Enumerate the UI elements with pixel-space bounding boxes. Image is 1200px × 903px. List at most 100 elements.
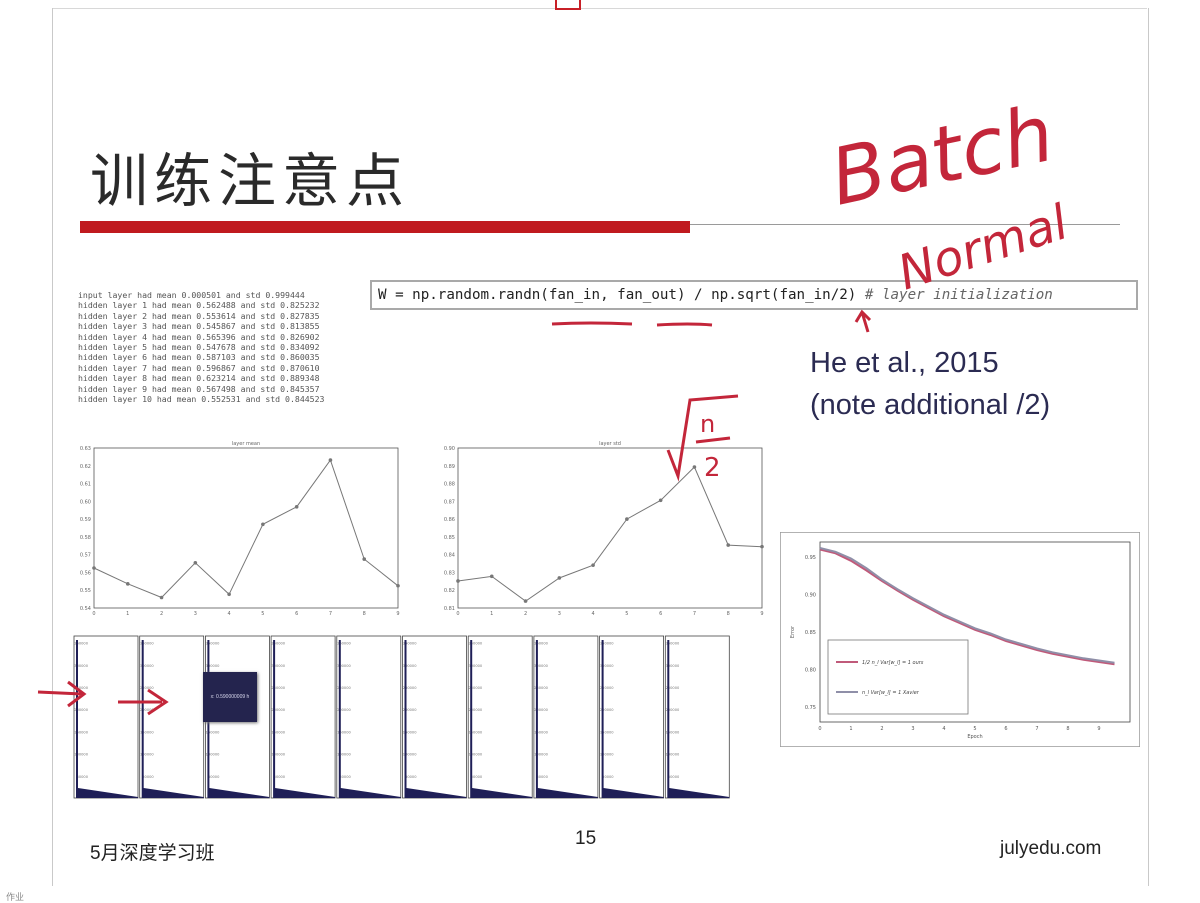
- histogram-tooltip: x: 0.590000009 h: [203, 672, 257, 722]
- x-tick-label: 7: [693, 611, 696, 617]
- x-tick-label: 4: [592, 611, 595, 617]
- data-point: [625, 517, 629, 521]
- console-line: input layer had mean 0.000501 and std 0.…: [78, 290, 305, 300]
- page-number: 15: [575, 828, 597, 849]
- y-tick-label: 0.56: [80, 570, 91, 576]
- code-snippet-box: W = np.random.randn(fan_in, fan_out) / n…: [370, 280, 1138, 310]
- data-point: [523, 599, 528, 603]
- x-tick-label: 4: [228, 611, 231, 617]
- x-tick-label: 2: [524, 611, 527, 617]
- y-tick-label: 50000: [602, 775, 614, 779]
- y-tick-label: 0.62: [80, 464, 91, 470]
- x-tick-label: 0: [92, 611, 95, 617]
- y-tick-label: 300000: [403, 664, 417, 668]
- data-point: [726, 543, 731, 547]
- console-line: hidden layer 1 had mean 0.562488 and std…: [78, 300, 320, 311]
- y-tick-label: 0.87: [444, 499, 455, 505]
- series-line: [819, 548, 1115, 666]
- y-tick-label: 350000: [337, 642, 351, 646]
- data-point: [294, 505, 299, 509]
- data-point: [125, 582, 130, 586]
- chart-title: layer mean: [232, 441, 260, 447]
- y-tick-label: 300000: [271, 664, 285, 668]
- y-tick-label: 100000: [600, 753, 614, 757]
- y-tick-label: 50000: [668, 775, 680, 779]
- x-tick-label: 8: [1066, 726, 1069, 732]
- y-tick-label: 0.75: [805, 705, 816, 711]
- x-tick-label: 4: [942, 726, 945, 732]
- course-name: 5月深度学习班: [90, 843, 215, 864]
- plot-frame: [457, 447, 763, 609]
- y-tick-label: 0.90: [805, 593, 816, 599]
- citation-line-2: (note additional /2): [810, 389, 1051, 421]
- y-tick-label: 150000: [600, 730, 614, 734]
- histogram-panel: [139, 635, 205, 799]
- citation: He et al., 2015 (note additional /2): [810, 342, 1050, 426]
- console-line: hidden layer 4 had mean 0.565396 and std…: [78, 331, 320, 342]
- console-line: hidden layer 9 had mean 0.567498 and std…: [78, 383, 320, 394]
- data-point: [557, 576, 562, 580]
- y-tick-label: 50000: [471, 775, 483, 779]
- x-tick-label: 9: [1097, 726, 1100, 732]
- x-tick-label: 7: [1035, 726, 1038, 732]
- x-tick-label: 8: [727, 611, 730, 617]
- y-tick-label: 100000: [74, 753, 88, 757]
- y-tick-label: 200000: [468, 708, 482, 712]
- y-tick-label: 50000: [77, 775, 89, 779]
- slide-title: 训练注意点: [90, 147, 411, 215]
- x-tick-label: 5: [261, 611, 264, 617]
- title-divider-line: [690, 224, 1120, 225]
- data-point: [396, 583, 400, 588]
- console-line: hidden layer 5 had mean 0.547678 and std…: [78, 342, 320, 353]
- y-tick-label: 100000: [271, 753, 285, 757]
- y-tick-label: 300000: [140, 664, 154, 668]
- x-tick-label: 7: [329, 611, 332, 617]
- histogram-panel: [533, 635, 599, 799]
- data-point: [261, 522, 265, 527]
- y-tick-label: 250000: [468, 686, 482, 690]
- x-tick-label: 0: [456, 611, 459, 617]
- slide-top-marker: [555, 0, 581, 10]
- x-tick-label: 3: [558, 611, 561, 617]
- y-tick-label: 300000: [666, 664, 680, 668]
- y-tick-label: 200000: [403, 708, 417, 712]
- console-line: hidden layer 6 had mean 0.587103 and std…: [78, 352, 320, 363]
- histogram-panel: [664, 635, 730, 799]
- y-tick-label: 100000: [534, 753, 548, 757]
- y-tick-label: 150000: [534, 730, 548, 734]
- x-tick-label: 2: [880, 726, 883, 732]
- data-point: [658, 498, 663, 503]
- x-tick-label: 6: [295, 611, 298, 617]
- y-tick-label: 200000: [337, 708, 351, 712]
- x-tick-label: 3: [911, 726, 914, 732]
- y-tick-label: 250000: [534, 686, 548, 690]
- console-line: hidden layer 7 had mean 0.596867 and std…: [78, 362, 320, 373]
- y-tick-label: 100000: [337, 753, 351, 757]
- y-tick-label: 200000: [534, 708, 548, 712]
- y-tick-label: 350000: [600, 642, 614, 646]
- y-tick-label: 0.60: [80, 499, 91, 505]
- y-tick-label: 50000: [536, 775, 548, 779]
- y-tick-label: 250000: [271, 686, 285, 690]
- y-tick-label: 250000: [666, 686, 680, 690]
- y-tick-label: 0.90: [444, 446, 455, 452]
- y-tick-label: 300000: [600, 664, 614, 668]
- x-tick-label: 9: [396, 611, 399, 617]
- y-tick-label: 50000: [208, 775, 220, 779]
- y-tick-label: 150000: [403, 730, 417, 734]
- y-tick-label: 350000: [206, 642, 220, 646]
- data-point: [489, 574, 494, 579]
- y-tick-label: 350000: [534, 642, 548, 646]
- histogram-panels: 50000 100000 150000 200000 250000 300000 35000…: [73, 635, 730, 799]
- x-tick-label: 8: [363, 611, 366, 617]
- y-tick-label: 0.58: [80, 535, 91, 541]
- y-tick-label: 50000: [405, 775, 417, 779]
- x-tick-label: 6: [659, 611, 662, 617]
- y-tick-label: 350000: [403, 642, 417, 646]
- histogram-panel: [599, 635, 664, 799]
- y-tick-label: 250000: [140, 686, 154, 690]
- x-tick-label: 3: [194, 611, 197, 617]
- series-line: [819, 547, 1115, 664]
